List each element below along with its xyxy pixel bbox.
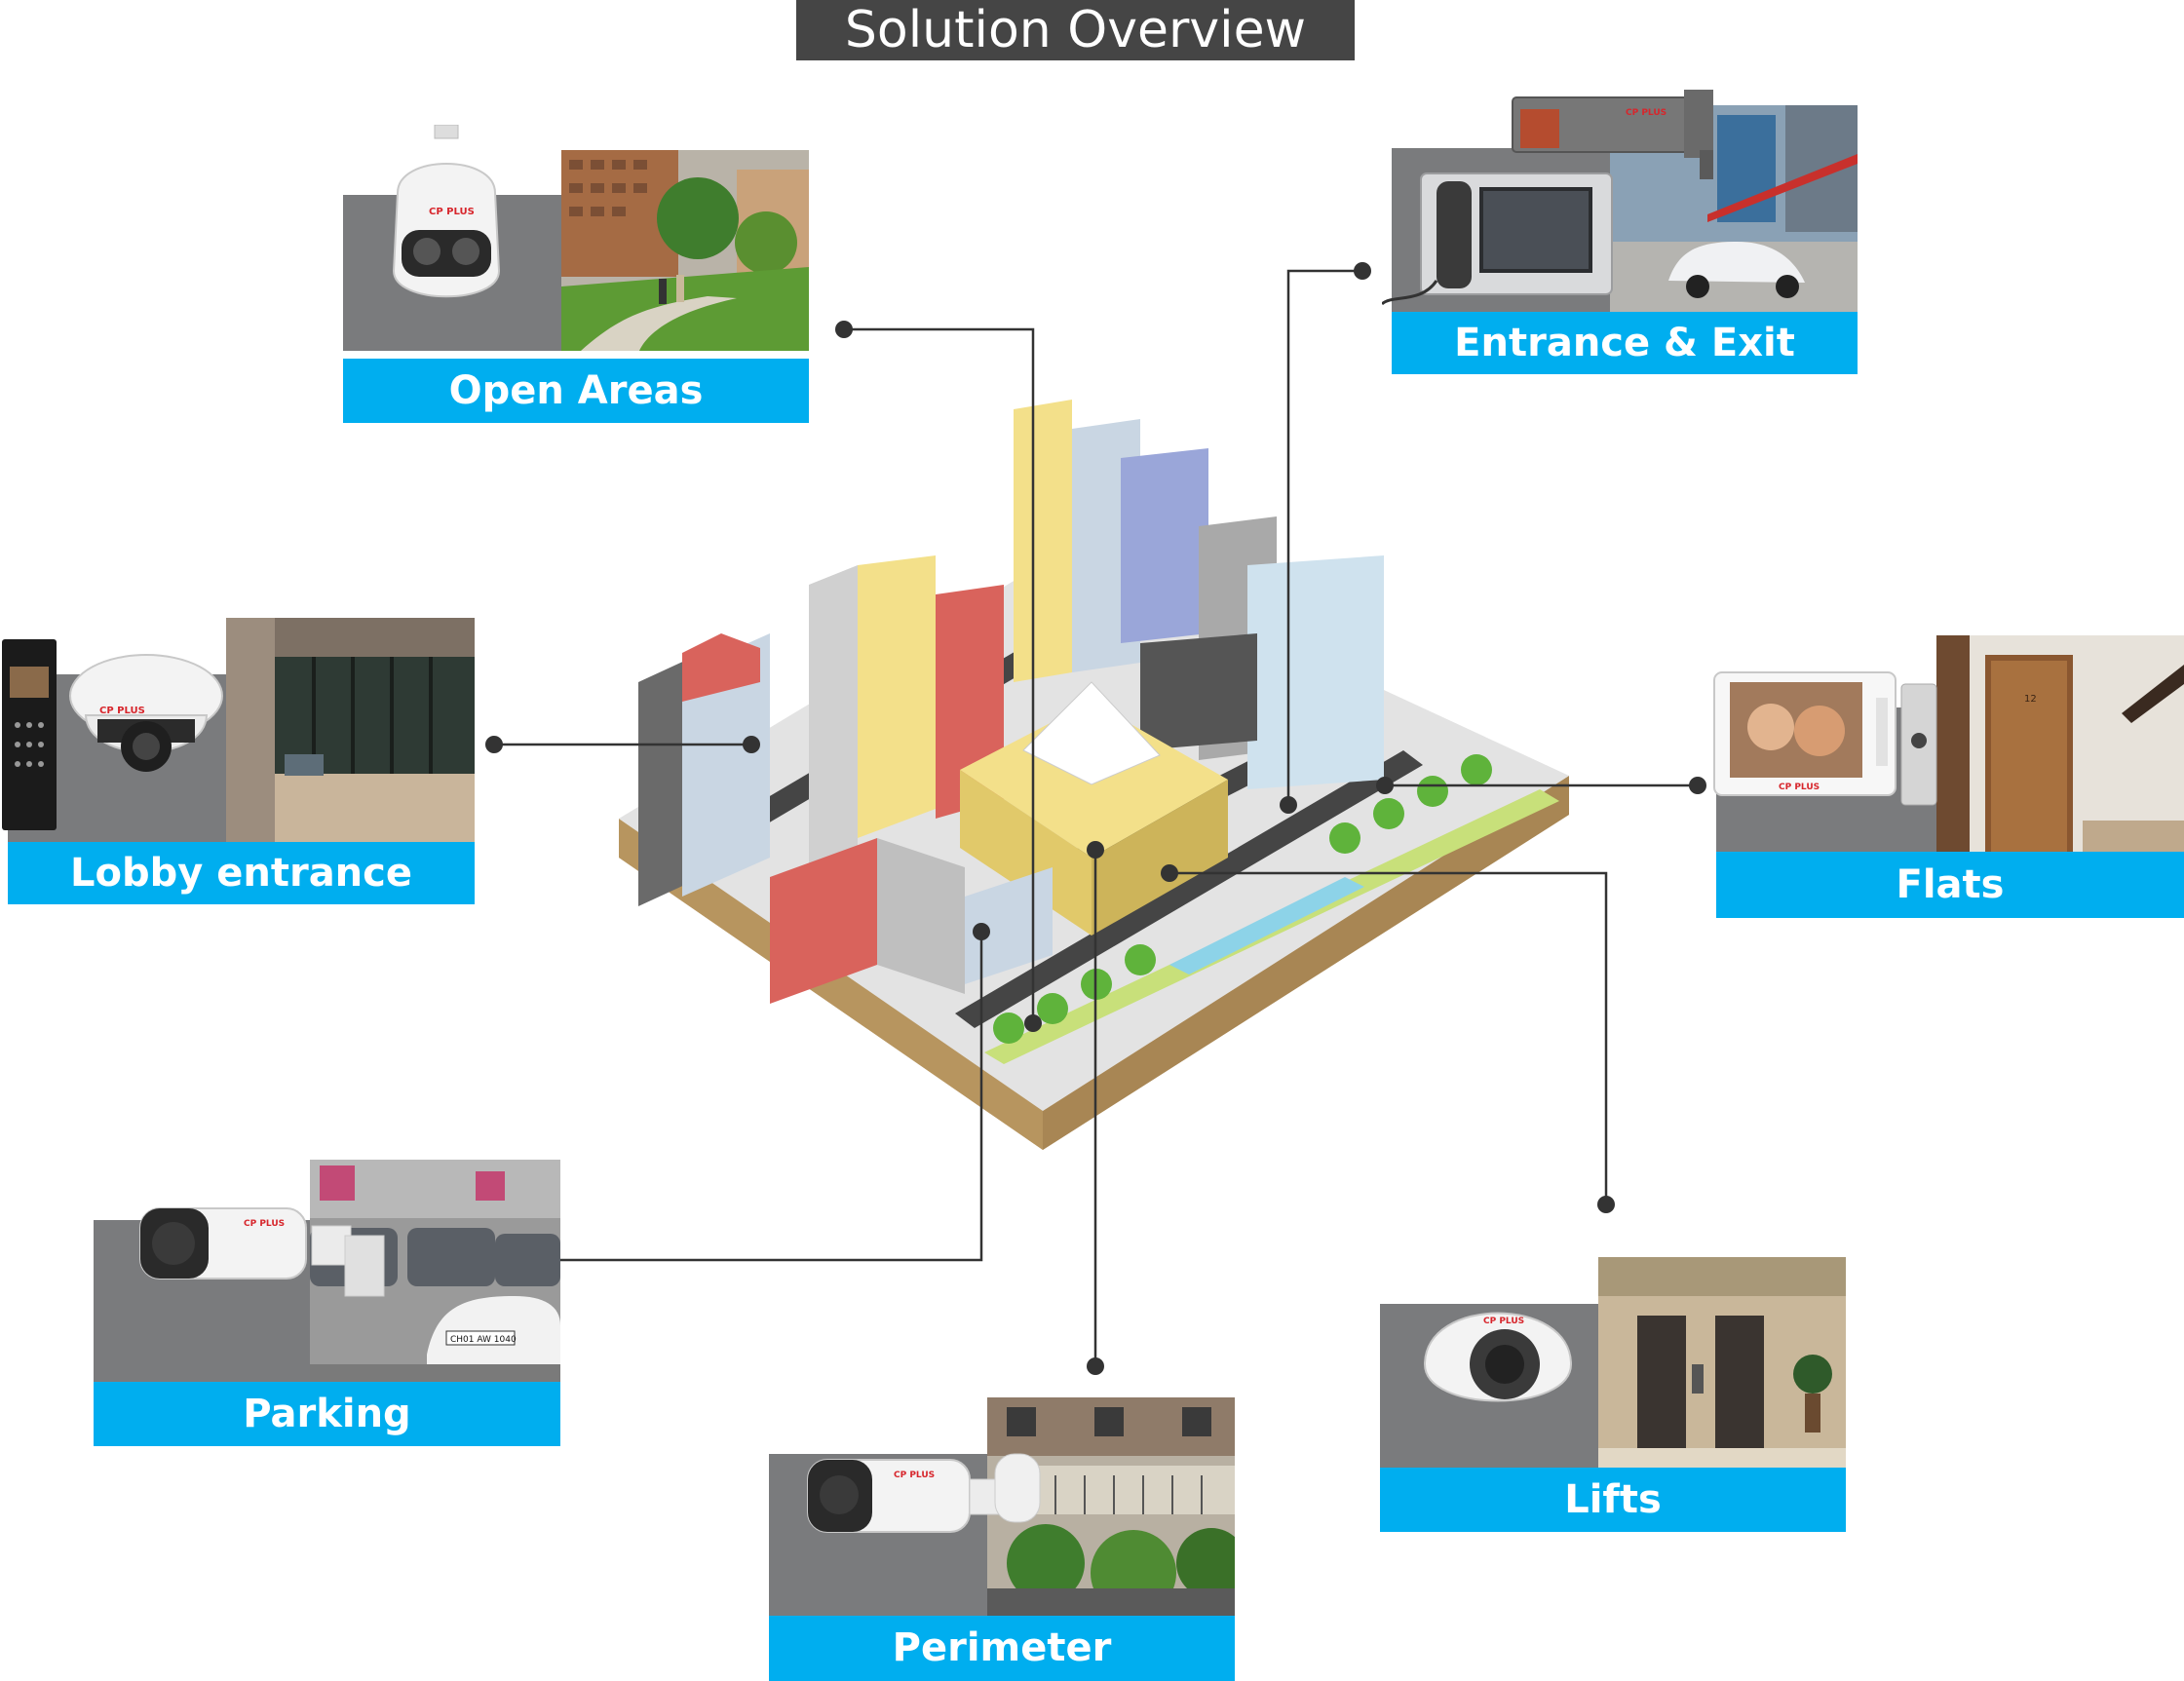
zone-card-open-areas: CP PLUS Open Areas: [343, 125, 809, 423]
brand-logo: CP PLUS: [429, 207, 475, 217]
zone-label-open-areas: Open Areas: [343, 359, 809, 423]
zone-label-flats: Flats: [1716, 852, 2184, 918]
video-door-phone-icon: CP PLUS: [1713, 671, 1937, 806]
brand-logo: CP PLUS: [1483, 1317, 1524, 1326]
brand-logo: CP PLUS: [99, 706, 145, 716]
brand-logo: CP PLUS: [244, 1219, 285, 1229]
zone-label-lifts: Lifts: [1380, 1468, 1846, 1532]
zone-label-perimeter: Perimeter: [769, 1616, 1235, 1681]
zone-card-parking: CH01 AW 1040 CP PLUS Parking: [94, 1160, 560, 1446]
anpr-camera-icon: CP PLUS: [1512, 90, 1713, 179]
brand-logo: CP PLUS: [1626, 108, 1667, 118]
entrance-exit-photo: [1610, 105, 1858, 312]
brand-logo: CP PLUS: [1779, 783, 1820, 792]
zone-card-perimeter: CP PLUS Perimeter: [769, 1397, 1235, 1681]
bullet-camera-icon: CP PLUS: [139, 1207, 385, 1297]
zone-card-entrance-exit: CP PLUS Entrance & Exit: [1382, 90, 1858, 374]
city-ground: [619, 546, 1569, 1111]
lobby-entrance-photo: [226, 618, 475, 842]
zone-card-flats: 12 CP PLUS Flats: [1710, 635, 2184, 918]
mini-dome-camera-icon: CP PLUS: [1423, 1312, 1573, 1402]
city-base: [619, 815, 1569, 1150]
flat-number: 12: [2024, 694, 2037, 705]
open-areas-photo: [561, 150, 809, 351]
zone-label-lobby-entrance: Lobby entrance: [8, 842, 475, 904]
ptz-dome-camera-icon: CP PLUS: [392, 125, 501, 298]
flats-photo: 12: [1936, 635, 2184, 852]
zone-label-parking: Parking: [94, 1382, 560, 1446]
video-door-phone-icon: [1382, 172, 1613, 306]
lifts-photo: [1598, 1257, 1846, 1468]
zone-label-entrance-exit: Entrance & Exit: [1392, 312, 1858, 374]
zone-card-lobby-entrance: CP PLUS Lobby entrance: [0, 618, 475, 904]
diagram-title: Solution Overview: [796, 0, 1355, 60]
license-plate: CH01 AW 1040: [450, 1335, 517, 1345]
bullet-camera-icon: CP PLUS: [807, 1453, 1041, 1533]
door-station-icon: [2, 639, 57, 830]
dome-camera-icon: CP PLUS: [69, 654, 223, 772]
zone-card-lifts: CP PLUS Lifts: [1380, 1257, 1846, 1532]
brand-logo: CP PLUS: [894, 1471, 935, 1480]
